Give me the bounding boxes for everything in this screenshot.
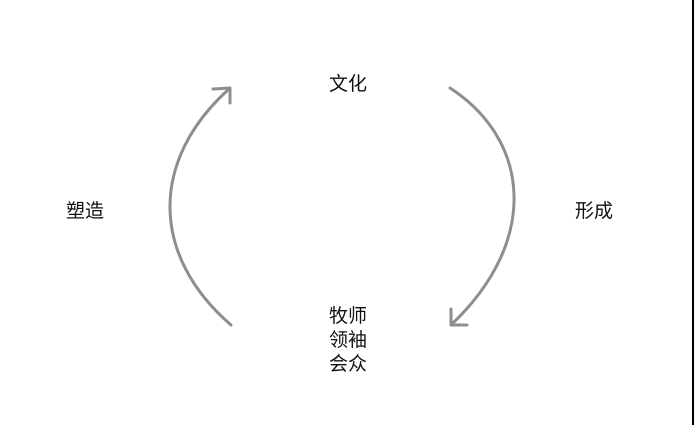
left-arrow-icon <box>168 86 233 327</box>
node-people-line-congregation: 会众 <box>329 353 368 375</box>
node-people: 牧师 领袖 会众 <box>329 304 367 376</box>
edge-label-shape: 塑造 <box>66 200 105 222</box>
right-border-line <box>692 0 694 425</box>
right-arrow-icon <box>448 86 516 327</box>
edge-label-form: 形成 <box>575 200 614 222</box>
node-people-line-pastor: 牧师 <box>329 305 368 327</box>
node-culture: 文化 <box>329 73 368 95</box>
node-people-line-leaders: 领袖 <box>329 329 368 351</box>
